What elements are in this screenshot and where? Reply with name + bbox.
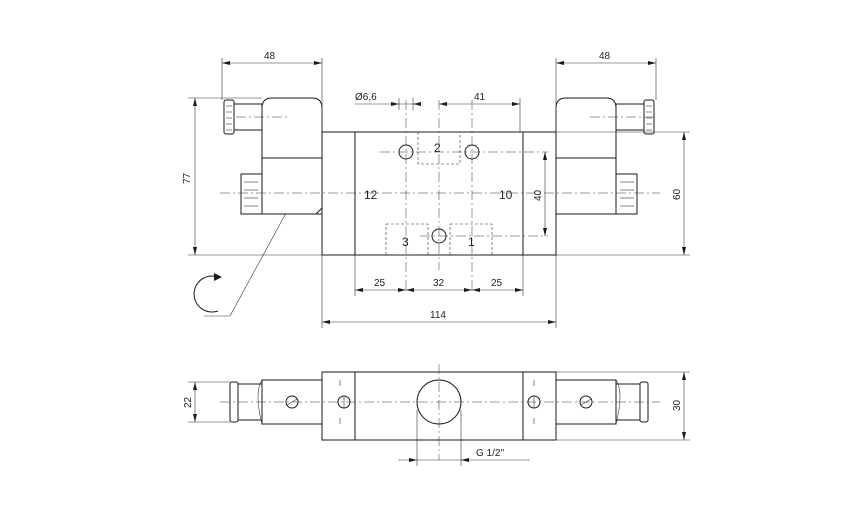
- front-dimensions: 48 48 Ø6,6 41 77 60: [182, 51, 690, 328]
- right-solenoid: [555, 97, 655, 215]
- port-label-3: 3: [402, 235, 409, 249]
- front-view: 2 12 10 3 1: [193, 97, 660, 317]
- dim-body-height: 60: [672, 188, 683, 200]
- dim-body-depth: 30: [672, 399, 683, 411]
- dim-thread: G 1/2'': [476, 448, 504, 459]
- dim-total-height: 77: [182, 172, 193, 184]
- left-solenoid: [223, 97, 323, 215]
- dim-coil-left-width: 48: [264, 51, 276, 62]
- port-label-2: 2: [434, 141, 441, 155]
- dim-25-right: 25: [491, 278, 503, 289]
- dim-coil-right-width: 48: [599, 51, 611, 62]
- dim-hole-diameter: Ø6,6: [355, 92, 377, 103]
- manual-override-rotation-icon: [193, 273, 222, 313]
- port-label-10: 10: [499, 188, 513, 202]
- dim-total-length: 114: [430, 310, 446, 321]
- top-dimensions: 22 30 G 1/2'': [183, 371, 690, 466]
- port-1-hidden: [449, 223, 493, 256]
- port-label-12: 12: [364, 188, 378, 202]
- dim-hole-spacing: 41: [474, 92, 486, 103]
- port-3-hidden: [385, 223, 429, 256]
- dim-port-pitch: 40: [533, 189, 544, 201]
- top-view: [220, 364, 660, 460]
- port-label-1: 1: [468, 235, 475, 249]
- dim-32: 32: [433, 278, 445, 289]
- dim-coil-depth: 22: [183, 396, 194, 408]
- dim-25-left: 25: [374, 278, 386, 289]
